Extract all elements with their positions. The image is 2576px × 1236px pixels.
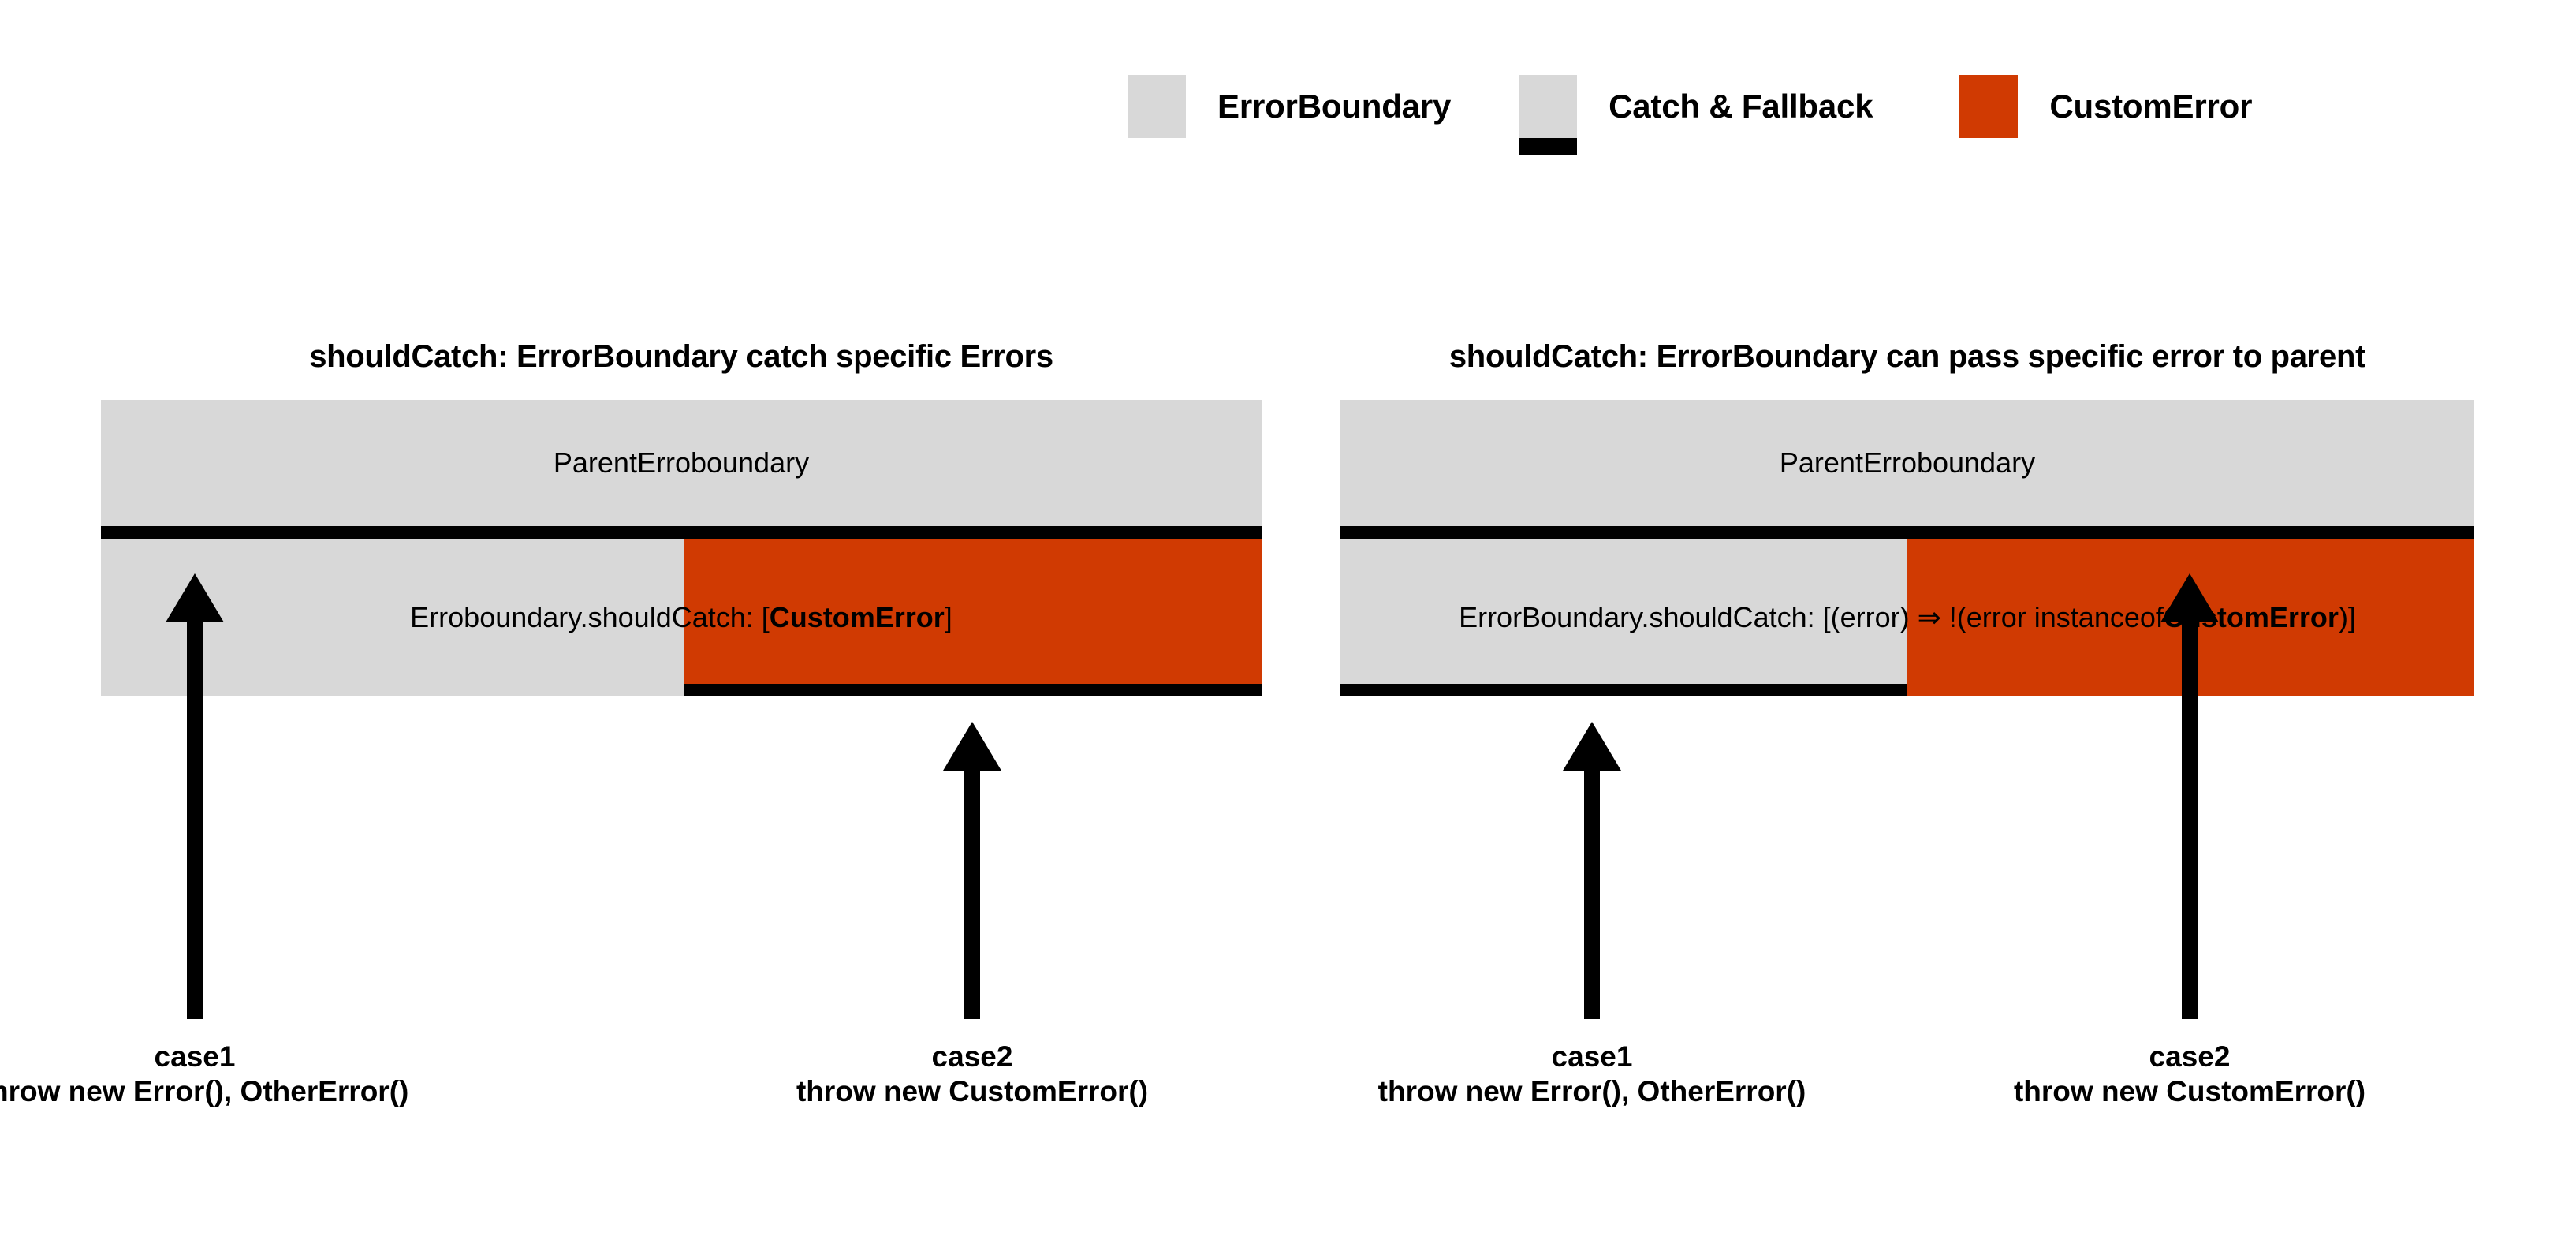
panel-right-catch-bar — [1340, 526, 2474, 539]
case-label-right-case1-detail: throw new Error(), OtherError() — [1377, 1074, 1806, 1107]
panel-left-boundary-box: ParentErroboundary Erroboundary.shouldCa… — [101, 400, 1262, 696]
case-label-left-case1-title: case1 — [154, 1040, 236, 1073]
gray-square-icon — [1128, 75, 1186, 138]
case-label-left-case2: case2 throw new CustomError() — [796, 1040, 1148, 1108]
panel-left-fallback-bar — [684, 684, 1262, 696]
case-label-right-case1: case1 throw new Error(), OtherError() — [1378, 1040, 1806, 1108]
panel-right: shouldCatch: ErrorBoundary can pass spec… — [1340, 339, 2474, 696]
case-label-left-case1-detail: throw new Error(), OtherError() — [0, 1074, 409, 1107]
panel-left-title: shouldCatch: ErrorBoundary catch specifi… — [309, 339, 1053, 374]
gray-square-black-bar-icon — [1519, 75, 1578, 155]
panel-right-parent-label: ParentErroboundary — [1779, 446, 2036, 479]
arrow-shaft — [2182, 619, 2198, 1019]
legend-item-customerror: CustomError — [1959, 75, 2252, 138]
legend-label-catch-fallback: Catch & Fallback — [1609, 88, 1873, 125]
case-label-left-case2-title: case2 — [931, 1040, 1013, 1073]
legend: ErrorBoundary Catch & Fallback CustomErr… — [1128, 75, 2252, 155]
arrow-shaft — [187, 619, 203, 1019]
legend-item-catch-fallback: Catch & Fallback — [1519, 75, 1873, 155]
legend-item-errorboundary: ErrorBoundary — [1128, 75, 1451, 138]
arrow-right-case1 — [1563, 722, 1621, 1019]
case-label-right-case2: case2 throw new CustomError() — [2014, 1040, 2365, 1108]
arrow-head-icon — [2160, 573, 2219, 622]
orange-square-icon — [1959, 75, 2019, 138]
arrow-right-case2 — [2160, 573, 2219, 1019]
panel-left-child-row: Erroboundary.shouldCatch: [CustomError] — [101, 539, 1262, 696]
panel-right-title: shouldCatch: ErrorBoundary can pass spec… — [1448, 339, 2366, 374]
case-label-left-case2-detail: throw new CustomError() — [796, 1074, 1149, 1107]
case-label-right-case1-title: case1 — [1551, 1040, 1633, 1073]
panel-left-child-seg-orange — [684, 539, 1262, 696]
arrow-head-icon — [1563, 722, 1621, 771]
arrow-shaft — [964, 767, 980, 1019]
panel-left-parent-row: ParentErroboundary — [101, 400, 1262, 526]
arrow-head-icon — [166, 573, 224, 622]
panel-right-boundary-box: ParentErroboundary ErrorBoundary.shouldC… — [1340, 400, 2474, 696]
panel-left: shouldCatch: ErrorBoundary catch specifi… — [101, 339, 1262, 696]
arrow-shaft — [1584, 767, 1600, 1019]
panel-right-child-seg-gray — [1340, 539, 1907, 696]
arrow-head-icon — [943, 722, 1001, 771]
case-label-left-case1: case1 throw new Error(), OtherError() — [0, 1040, 408, 1108]
panel-left-parent-label: ParentErroboundary — [553, 446, 810, 479]
case-label-right-case2-title: case2 — [2149, 1040, 2231, 1073]
panel-right-child-row: ErrorBoundary.shouldCatch: [(error) ⇒ !(… — [1340, 539, 2474, 696]
arrow-left-case1 — [166, 573, 224, 1019]
legend-label-errorboundary: ErrorBoundary — [1217, 88, 1452, 125]
panel-left-catch-bar — [101, 526, 1262, 539]
case-label-right-case2-detail: throw new CustomError() — [2013, 1074, 2366, 1107]
panel-right-fallback-bar — [1340, 684, 1907, 696]
arrow-left-case2 — [943, 722, 1001, 1019]
panel-right-parent-row: ParentErroboundary — [1340, 400, 2474, 526]
legend-label-customerror: CustomError — [2049, 88, 2253, 125]
